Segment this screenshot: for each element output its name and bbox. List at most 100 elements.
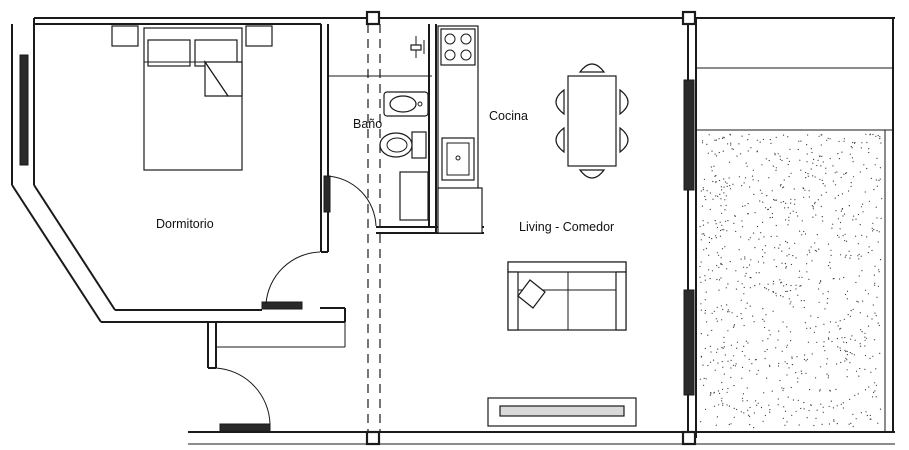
stipple-dot xyxy=(706,321,708,323)
stipple-dot xyxy=(743,293,745,295)
stipple-dot xyxy=(769,364,771,366)
stipple-dot xyxy=(741,397,744,399)
stipple-dot xyxy=(775,169,777,171)
stipple-dot xyxy=(775,167,777,169)
stipple-dot xyxy=(738,143,740,145)
stipple-dot xyxy=(798,276,800,278)
stipple-dot xyxy=(853,354,856,356)
stipple-dot xyxy=(788,219,790,221)
stipple-dot xyxy=(858,258,860,260)
stipple-dot xyxy=(866,414,869,417)
stipple-dot xyxy=(774,199,776,201)
stipple-dot xyxy=(780,201,782,203)
stipple-dot xyxy=(774,154,776,156)
stipple-dot xyxy=(772,280,775,282)
stipple-dot xyxy=(786,374,788,376)
stipple-dot xyxy=(718,138,720,140)
stipple-dot xyxy=(768,177,770,179)
stipple-dot xyxy=(877,322,879,324)
stipple-dot xyxy=(736,341,739,343)
stipple-dot xyxy=(819,389,821,391)
stipple-dot xyxy=(716,226,719,229)
stipple-dot xyxy=(736,408,738,411)
stipple-dot xyxy=(765,158,767,160)
stipple-dot xyxy=(729,161,731,163)
stipple-dot xyxy=(763,320,765,322)
stipple-dot xyxy=(815,214,817,216)
stipple-dot xyxy=(715,223,717,225)
stipple-dot xyxy=(745,272,747,274)
stipple-dot xyxy=(839,221,842,224)
stipple-dot xyxy=(819,280,822,282)
stipple-dot xyxy=(879,178,881,180)
stipple-dot xyxy=(820,194,823,196)
stipple-dot xyxy=(834,172,836,174)
stipple-dot xyxy=(864,345,866,347)
stipple-dot xyxy=(743,345,745,347)
stipple-dot xyxy=(852,425,854,428)
stipple-dot xyxy=(711,312,713,314)
stipple-dot xyxy=(765,288,767,290)
stipple-dot xyxy=(865,411,867,413)
stipple-dot xyxy=(815,417,817,419)
stipple-dot xyxy=(721,224,723,226)
stipple-dot xyxy=(809,251,811,253)
stipple-dot xyxy=(756,150,758,152)
stipple-dot xyxy=(716,320,719,322)
stipple-dot xyxy=(785,267,787,269)
stipple-dot xyxy=(702,220,704,222)
stipple-dot xyxy=(858,275,860,277)
stipple-dot xyxy=(735,288,738,290)
stipple-dot xyxy=(717,348,719,350)
stipple-dot xyxy=(740,258,742,260)
stipple-dot xyxy=(855,370,858,372)
stipple-dot xyxy=(797,215,799,217)
stipple-dot xyxy=(700,309,702,311)
stipple-dot xyxy=(846,369,848,371)
stipple-dot xyxy=(843,140,845,142)
stipple-dot xyxy=(790,284,792,287)
stipple-dot xyxy=(736,155,738,157)
stipple-dot xyxy=(747,409,749,411)
stipple-dot xyxy=(720,262,722,264)
stipple-dot xyxy=(733,355,735,357)
stipple-dot xyxy=(767,338,769,340)
stipple-dot xyxy=(850,182,852,184)
sofa-icon xyxy=(507,261,627,331)
beam-lines xyxy=(367,24,381,432)
stipple-dot xyxy=(736,347,738,349)
stipple-dot xyxy=(747,414,750,416)
stipple-dot xyxy=(841,207,844,210)
stipple-dot xyxy=(733,325,735,327)
stipple-dot xyxy=(806,327,808,329)
stipple-dot xyxy=(708,269,710,271)
stipple-dot xyxy=(722,137,724,140)
stipple-dot xyxy=(816,341,818,343)
stipple-dot xyxy=(788,247,790,249)
stipple-dot xyxy=(804,354,806,356)
stipple-dot xyxy=(827,265,830,267)
stipple-dot xyxy=(873,228,875,231)
stipple-dot xyxy=(831,340,833,343)
stipple-dot xyxy=(806,358,808,360)
stipple-dot xyxy=(733,385,735,387)
stipple-dot xyxy=(778,330,780,332)
stipple-dot xyxy=(741,185,743,187)
stipple-dot xyxy=(778,247,780,249)
stipple-dot xyxy=(711,238,713,240)
stipple-dot xyxy=(870,177,872,179)
stipple-dot xyxy=(704,275,706,277)
stipple-dot xyxy=(861,142,863,144)
stipple-dot xyxy=(744,258,746,260)
stipple-dot xyxy=(785,266,787,268)
stove-icon xyxy=(440,28,476,66)
stipple-dot xyxy=(877,241,879,243)
stipple-dot xyxy=(741,318,743,320)
stipple-dot xyxy=(799,230,801,232)
stipple-dot xyxy=(871,318,873,320)
stipple-dot xyxy=(779,379,781,382)
stipple-dot xyxy=(865,289,867,291)
stipple-dot xyxy=(864,389,867,391)
stipple-dot xyxy=(867,293,870,295)
stipple-dot xyxy=(851,353,853,355)
